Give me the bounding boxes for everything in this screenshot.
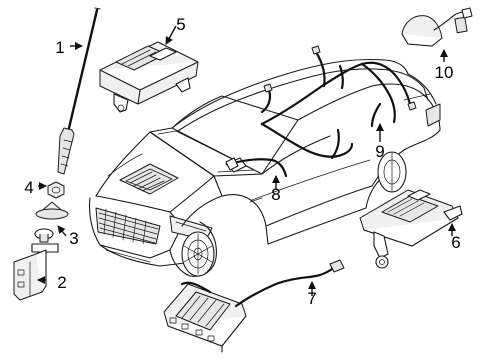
- callout-1: 1: [55, 38, 64, 57]
- antenna-base: [13, 228, 59, 301]
- callouts: 1 2 3 4 5 6 7 8 9 10: [24, 15, 460, 308]
- callout-9: 9: [375, 142, 384, 161]
- leader-lines: [37, 25, 456, 296]
- callout-8: 8: [271, 185, 280, 204]
- antenna-nut: [47, 181, 65, 199]
- callout-5: 5: [176, 15, 185, 34]
- radio-unit: [163, 259, 345, 353]
- callout-4: 4: [24, 178, 33, 197]
- control-module-5: [99, 41, 199, 113]
- vehicle-outline: [88, 58, 441, 277]
- control-module-6: [359, 189, 463, 269]
- callout-6: 6: [451, 233, 460, 252]
- callout-3: 3: [69, 229, 78, 248]
- callout-2: 2: [57, 273, 66, 292]
- antenna-bezel: [35, 201, 69, 220]
- callout-7: 7: [307, 289, 316, 308]
- antenna-mast: [57, 7, 101, 175]
- wiring-harness: [225, 45, 417, 178]
- roof-antenna: [401, 7, 473, 47]
- callout-10: 10: [435, 63, 454, 82]
